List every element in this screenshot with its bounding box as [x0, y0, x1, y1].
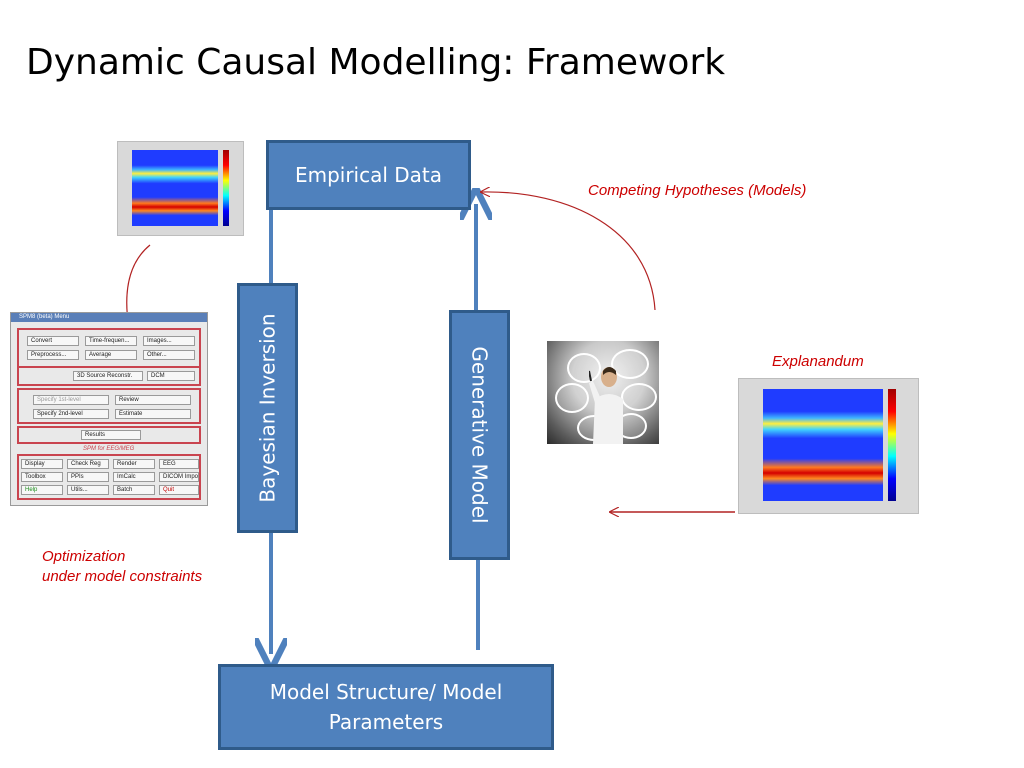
thought-bubble	[567, 353, 601, 383]
person-figure	[589, 367, 623, 444]
spm-button: Toolbox	[21, 472, 63, 482]
spm-button: Average	[85, 350, 137, 360]
spm-button: DICOM Import	[159, 472, 199, 482]
spm-panel-results: Results	[17, 426, 201, 444]
spm-button: Specify 2nd-level	[33, 409, 109, 419]
spm-button: EEG	[159, 459, 199, 469]
competing-hypotheses-note: Competing Hypotheses (Models)	[588, 182, 807, 199]
spm-button: Other...	[143, 350, 195, 360]
optimization-note-line1: Optimization	[42, 548, 126, 565]
thought-bubble	[555, 383, 589, 413]
spectrogram-plot	[763, 389, 883, 501]
spm-button: Time-frequen...	[85, 336, 137, 346]
colorbar	[888, 389, 896, 501]
bayesian-inversion-box: Bayesian Inversion	[237, 283, 298, 533]
spm-button: Results	[81, 430, 141, 440]
spm-button: Review	[115, 395, 191, 405]
spm-button: 3D Source Reconstr.	[73, 371, 143, 381]
spm-button: Batch	[113, 485, 155, 495]
spm-button: Specify 1st-level	[33, 395, 109, 405]
spm-button: Images...	[143, 336, 195, 346]
spm-panel-source: 3D Source Reconstr. DCM	[17, 366, 201, 386]
model-structure-box: Model Structure/ Model Parameters	[218, 664, 554, 750]
spm-button: DCM	[147, 371, 195, 381]
generative-model-box: Generative Model	[449, 310, 510, 560]
spm-button: ImCalc	[113, 472, 155, 482]
colorbar	[223, 150, 229, 226]
empirical-data-label: Empirical Data	[294, 163, 443, 187]
spm-button: Quit	[159, 485, 199, 495]
spm-panel-bottom: Display Check Reg Render EEG Toolbox PPI…	[17, 454, 201, 500]
person-hypotheses-photo	[547, 341, 659, 444]
explanandum-note: Explanandum	[772, 353, 864, 370]
empirical-data-box: Empirical Data	[266, 140, 471, 210]
spectrogram-plot	[132, 150, 218, 226]
spm-button: Convert	[27, 336, 79, 346]
generative-model-label: Generative Model	[467, 346, 492, 524]
spm-button: Estimate	[115, 409, 191, 419]
spm-button: Preprocess...	[27, 350, 79, 360]
spm-button: Display	[21, 459, 63, 469]
bayesian-inversion-label: Bayesian Inversion	[255, 313, 280, 503]
spm-menu-image: SPM8 (beta) Menu Convert Time-frequen...…	[10, 312, 208, 506]
spm-button: Check Reg	[67, 459, 109, 469]
spm-window-title: SPM8 (beta) Menu	[11, 313, 207, 322]
spm-section-label: SPM for EEG/MEG	[83, 446, 135, 452]
model-structure-label-line1: Model Structure/ Model	[269, 680, 503, 704]
thought-bubble	[611, 349, 649, 379]
arrow-hypotheses-to-data	[481, 192, 656, 311]
model-structure-label-line2: Parameters	[328, 710, 444, 734]
spm-button: Utils...	[67, 485, 109, 495]
spm-button: PPIs	[67, 472, 109, 482]
spectrogram-explanandum	[738, 378, 919, 514]
thought-bubble	[621, 383, 657, 411]
spm-button: Render	[113, 459, 155, 469]
spm-button: Help	[21, 485, 63, 495]
page-title: Dynamic Causal Modelling: Framework	[26, 42, 726, 83]
optimization-note-line2: under model constraints	[42, 568, 203, 585]
spm-panel-specify: Specify 1st-level Review Specify 2nd-lev…	[17, 388, 201, 424]
spectrogram-thumbnail-small	[117, 141, 244, 236]
